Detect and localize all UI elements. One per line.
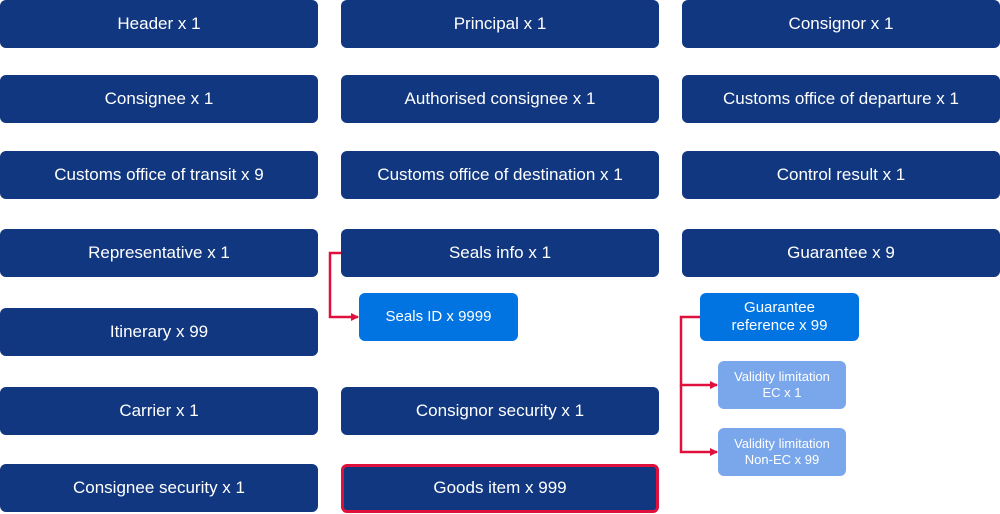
representative-box[interactable]: Representative x 1 <box>0 229 318 277</box>
seals-info-box[interactable]: Seals info x 1 <box>341 229 659 277</box>
principal-box[interactable]: Principal x 1 <box>341 0 659 48</box>
customs-office-destination-box[interactable]: Customs office of destination x 1 <box>341 151 659 199</box>
consignee-security-box[interactable]: Consignee security x 1 <box>0 464 318 512</box>
consignor-security-box[interactable]: Consignor security x 1 <box>341 387 659 435</box>
seals-id-box[interactable]: Seals ID x 9999 <box>359 293 518 341</box>
itinerary-box[interactable]: Itinerary x 99 <box>0 308 318 356</box>
authorised-consignee-box[interactable]: Authorised consignee x 1 <box>341 75 659 123</box>
guarantee-reference-box[interactable]: Guarantee reference x 99 <box>700 293 859 341</box>
customs-office-departure-box[interactable]: Customs office of departure x 1 <box>682 75 1000 123</box>
guarantee-connector-ec <box>679 315 718 389</box>
header-box[interactable]: Header x 1 <box>0 0 318 48</box>
control-result-box[interactable]: Control result x 1 <box>682 151 1000 199</box>
validity-limitation-non-ec-box[interactable]: Validity limitation Non-EC x 99 <box>718 428 846 476</box>
seals-connector <box>328 251 359 321</box>
guarantee-connector-non-ec <box>679 385 718 456</box>
guarantee-box[interactable]: Guarantee x 9 <box>682 229 1000 277</box>
carrier-box[interactable]: Carrier x 1 <box>0 387 318 435</box>
customs-office-transit-box[interactable]: Customs office of transit x 9 <box>0 151 318 199</box>
consignee-box[interactable]: Consignee x 1 <box>0 75 318 123</box>
validity-limitation-ec-box[interactable]: Validity limitation EC x 1 <box>718 361 846 409</box>
consignor-box[interactable]: Consignor x 1 <box>682 0 1000 48</box>
goods-item-box[interactable]: Goods item x 999 <box>341 464 659 513</box>
